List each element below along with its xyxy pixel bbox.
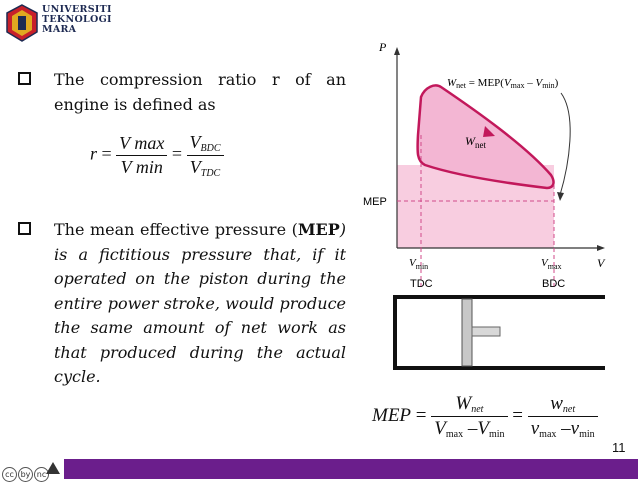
mep-formula: MEP = Wnet Vmax –Vmin = wnet vmax –vmin: [372, 393, 598, 440]
logo-text: UNIVERSITI TEKNOLOGI MARA: [42, 4, 112, 35]
direction-arrow-icon: [483, 126, 495, 137]
fraction-wnet-vdiff: Wnet Vmax –Vmin: [431, 393, 508, 440]
pv-diagram: P V MEP Wnet Wnet = MEP(Vmax – Vmin) Vmi…: [363, 40, 606, 370]
piston-cylinder: [393, 295, 605, 370]
tdc-label: TDC: [410, 278, 433, 290]
fraction-wnet-vdiff-specific: wnet vmax –vmin: [527, 393, 598, 440]
checkbox-bullet-icon: [18, 222, 31, 235]
bullet-text: The compression ratio r of an engine is …: [54, 70, 346, 114]
bullet-mep: The mean effective pressure (MEP) is a f…: [18, 218, 346, 390]
footer-bar: [64, 459, 638, 479]
bullet-compression-ratio: The compression ratio r of an engine is …: [18, 68, 346, 117]
cc-icon: cc: [2, 467, 17, 482]
bullet-text: The mean effective pressure (MEP) is a f…: [54, 220, 346, 386]
x-axis-label: V: [597, 256, 606, 270]
vmin-label: Vmin: [409, 257, 428, 271]
checkbox-bullet-icon: [18, 72, 31, 85]
callout-arrow-icon: [557, 192, 564, 201]
fraction-vbdc-vtdc: VBDC VTDC: [186, 132, 224, 179]
y-axis-label: P: [378, 40, 387, 54]
slide-number: 11: [612, 440, 626, 455]
university-logo: UNIVERSITI TEKNOLOGI MARA: [6, 4, 126, 44]
x-axis-arrow-icon: [597, 245, 605, 251]
mep-bold: MEP: [297, 220, 340, 239]
uitm-crest-icon: [6, 4, 38, 42]
y-axis-arrow-icon: [394, 47, 400, 55]
wnet-mep-equation: Wnet = MEP(Vmax – Vmin): [447, 77, 559, 90]
bdc-label: BDC: [542, 278, 565, 290]
compression-ratio-formula: r = V max V min = VBDC VTDC: [90, 132, 224, 179]
by-icon: by: [18, 467, 33, 482]
mep-label: MEP: [363, 196, 387, 208]
vmax-label: Vmax: [541, 257, 562, 271]
wnet-label: Wnet: [465, 134, 486, 150]
triangle-logo-icon: [46, 462, 60, 474]
fraction-vmax-vmin: V max V min: [116, 133, 168, 178]
